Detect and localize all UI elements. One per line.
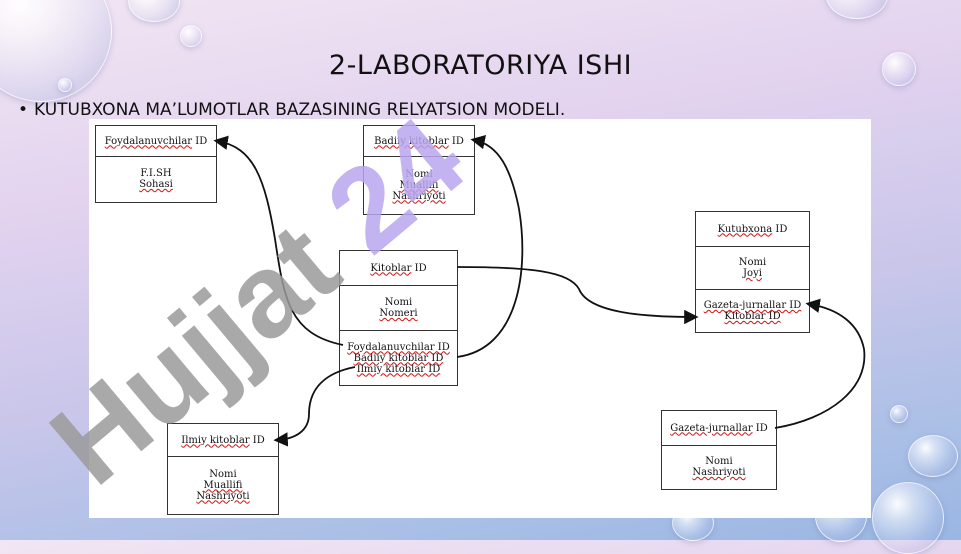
entity-foreign-keys: Gazeta-jurnallar ID Kitoblar ID	[696, 289, 809, 332]
field: Nomi	[405, 168, 433, 180]
bubble-decoration	[128, 0, 180, 22]
entity-kutubxona: Kutubxona ID Nomi Joyi Gazeta-jurnallar …	[695, 211, 810, 333]
entity-kitoblar: Kitoblar ID Nomi Nomeri Foydalanuvchilar…	[339, 250, 458, 386]
entity-name: Kitoblar	[370, 262, 412, 274]
entity-header: Kutubxona ID	[696, 212, 809, 246]
entity-foreign-keys: Foydalanuvchilar ID Badiiy kitoblar ID I…	[340, 330, 457, 385]
arrow-kitoblar-to-kutubxona	[456, 266, 699, 325]
entity-header: Badiiy kitoblar ID	[364, 126, 474, 156]
foreign-key: Ilmiy kitoblar ID	[356, 363, 441, 375]
entity-name: Ilmiy kitoblar	[181, 434, 250, 446]
entity-header: Foydalanuvchilar ID	[96, 126, 216, 156]
field: Sohasi	[139, 179, 173, 190]
entity-key: ID	[249, 434, 265, 446]
entity-gazeta-jurnallar: Gazeta-jurnallar ID Nomi Nashriyoti	[661, 410, 777, 490]
foreign-key: Gazeta-jurnallar ID	[703, 300, 802, 311]
foreign-key: Kitoblar ID	[724, 311, 781, 322]
bullet-text: KUTUBXONA MA’LUMOTLAR BAZASINING RELYATS…	[34, 100, 566, 120]
entity-fields: F.I.SH Sohasi	[96, 156, 216, 201]
entity-fields: Nomi Muallifi Nashriyoti	[168, 456, 278, 513]
bullet-dot: •	[18, 100, 29, 120]
bubble-decoration	[872, 482, 944, 554]
field: Nashriyoti	[196, 490, 250, 502]
arrow-kitoblar-to-ilmiy	[273, 366, 356, 447]
entity-badiiy-kitoblar: Badiiy kitoblar ID Nomi Muallifi Nashriy…	[363, 125, 475, 215]
field: Nomeri	[379, 308, 418, 319]
entity-header: Gazeta-jurnallar ID	[662, 411, 776, 445]
field: Nomi	[705, 456, 733, 467]
entity-name: Badiiy kitoblar	[374, 135, 449, 147]
bubble-decoration	[882, 52, 916, 86]
arrow-kitoblar-to-badiiy	[456, 135, 524, 358]
entity-key: ID	[448, 135, 464, 147]
arrow-kitoblar-to-foydalanuvchilar	[213, 135, 344, 346]
entity-key: ID	[411, 262, 427, 274]
entity-name: Kutubxona	[717, 223, 773, 235]
entity-foydalanuvchilar: Foydalanuvchilar ID F.I.SH Sohasi	[95, 125, 217, 203]
field: Joyi	[743, 268, 762, 279]
slide-title: 2-LABORATORIYA ISHI	[328, 50, 633, 81]
entity-key: ID	[772, 223, 788, 235]
relationship-arrows	[213, 135, 866, 447]
bubble-decoration	[58, 78, 72, 92]
bubble-decoration	[908, 435, 958, 477]
entity-name: Gazeta-jurnallar	[670, 422, 753, 434]
entity-header: Kitoblar ID	[340, 251, 457, 285]
bubble-decoration	[890, 405, 908, 423]
bubble-decoration	[180, 25, 202, 47]
entity-name: Foydalanuvchilar	[104, 135, 193, 147]
entity-fields: Nomi Nashriyoti	[662, 445, 776, 488]
field: Nomi	[738, 257, 767, 268]
field: Nomi	[209, 468, 237, 480]
arrow-gazeta-to-kutubxona	[774, 298, 866, 429]
bubble-decoration	[826, 0, 888, 19]
entity-fields: Nomi Nomeri	[340, 285, 457, 330]
field: F.I.SH	[140, 168, 172, 179]
entity-key: ID	[192, 135, 208, 147]
field: Nomi	[384, 297, 413, 308]
entity-ilmiy-kitoblar: Ilmiy kitoblar ID Nomi Muallifi Nashriyo…	[167, 423, 279, 515]
slide-bullet: •KUTUBXONA MA’LUMOTLAR BAZASINING RELYAT…	[18, 100, 565, 120]
foreign-key: Foydalanuvchilar ID	[347, 341, 450, 353]
entity-fields: Nomi Joyi	[696, 246, 809, 289]
entity-header: Ilmiy kitoblar ID	[168, 424, 278, 456]
field: Muallifi	[203, 479, 243, 491]
field: Nashriyoti	[392, 190, 446, 202]
foreign-key: Badiiy kitoblar ID	[353, 352, 444, 364]
er-diagram-canvas: Foydalanuvchilar ID F.I.SH Sohasi Badiiy…	[89, 119, 871, 518]
entity-key: ID	[752, 422, 768, 434]
entity-fields: Nomi Muallifi Nashriyoti	[364, 156, 474, 213]
field: Nashriyoti	[692, 467, 746, 478]
field: Muallifi	[399, 179, 439, 191]
